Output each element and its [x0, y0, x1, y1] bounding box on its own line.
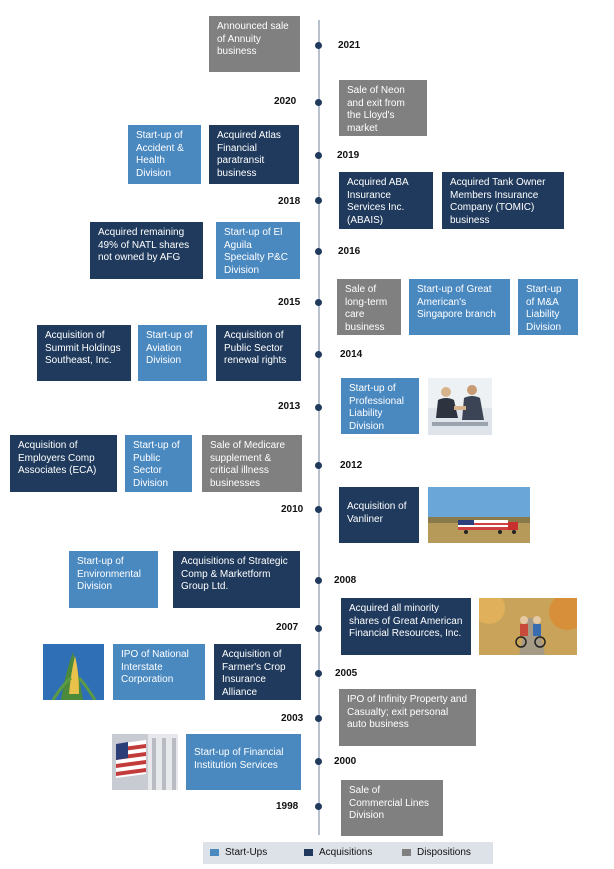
timeline-dot-2010	[315, 506, 322, 513]
timeline-axis	[318, 20, 320, 835]
year-label: 2012	[340, 460, 363, 471]
event-box: Sale of long-term care business	[337, 279, 401, 335]
flag-building-photo	[112, 734, 178, 790]
year-label: 2010	[281, 504, 304, 515]
legend-label: Dispositions	[417, 847, 471, 858]
event-box: Acquired ABA Insurance Services Inc. (AB…	[339, 172, 433, 229]
event-box: Acquired Atlas Financial paratransit bus…	[209, 125, 299, 184]
event-box: Acquisition of Farmer's Crop Insurance A…	[214, 644, 301, 700]
timeline-dot-2008	[315, 577, 322, 584]
year-label: 2000	[334, 756, 357, 767]
legend-label: Acquisitions	[319, 847, 373, 858]
timeline-dot-2005	[315, 670, 322, 677]
legend-swatch-dispositions	[402, 848, 411, 856]
legend-item-start-ups: Start-Ups	[210, 847, 267, 859]
year-label: 2014	[340, 349, 363, 360]
event-box: IPO of National Interstate Corporation	[113, 644, 205, 700]
legend-label: Start-Ups	[225, 847, 268, 858]
year-label: 2008	[334, 575, 357, 586]
legend: Start-Ups Acquisitions Dispositions	[203, 842, 493, 864]
handshake-photo	[428, 378, 492, 435]
event-box: Sale of Neon and exit from the Lloyd's m…	[339, 80, 427, 136]
event-box: Acquired remaining 49% of NATL shares no…	[90, 222, 203, 279]
timeline-dot-2019	[315, 152, 322, 159]
event-box: Start-up of Aviation Division	[138, 325, 207, 381]
year-label: 2005	[335, 668, 358, 679]
event-box: Acquisition of Employers Comp Associates…	[10, 435, 117, 492]
timeline-dot-2003	[315, 715, 322, 722]
year-label: 2019	[337, 150, 360, 161]
event-box: Sale of Commercial Lines Division	[341, 780, 443, 836]
legend-item-acquisitions: Acquisitions	[304, 847, 372, 859]
truck-photo	[428, 487, 530, 543]
timeline-dot-2016	[315, 248, 322, 255]
event-box: Start-up of Public Sector Division	[125, 435, 192, 492]
timeline-dot-2021	[315, 42, 322, 49]
event-box: Start-up of Great American's Singapore b…	[409, 279, 510, 335]
year-label: 2003	[281, 713, 304, 724]
event-box: Acquired all minority shares of Great Am…	[341, 598, 471, 655]
event-box: Announced sale of Annuity business	[209, 16, 300, 72]
event-box: Acquired Tank Owner Members Insurance Co…	[442, 172, 564, 229]
event-box: IPO of Infinity Property and Casualty; e…	[339, 689, 476, 746]
event-box: Acquisition of Vanliner	[339, 487, 419, 543]
year-label: 2020	[274, 96, 297, 107]
event-box: Acquisition of Public Sector renewal rig…	[216, 325, 301, 381]
couple-biking-photo	[479, 598, 577, 655]
event-box: Acquisitions of Strategic Comp & Marketf…	[173, 551, 300, 608]
event-box: Start-up of Accident & Health Division	[128, 125, 201, 184]
timeline-dot-2007	[315, 625, 322, 632]
year-label: 1998	[276, 801, 299, 812]
event-box: Acquisition of Summit Holdings Southeast…	[37, 325, 131, 381]
timeline-dot-1998	[315, 803, 322, 810]
event-box: Sale of Medicare supplement & critical i…	[202, 435, 302, 492]
timeline-dot-2000	[315, 758, 322, 765]
year-label: 2018	[278, 196, 301, 207]
legend-swatch-acquisitions	[304, 848, 313, 856]
legend-swatch-start-ups	[210, 848, 219, 856]
timeline-dot-2018	[315, 197, 322, 204]
timeline-dot-2015	[315, 299, 322, 306]
event-box: Start-up of El Aguila Specialty P&C Divi…	[216, 222, 300, 279]
event-box: Start-up of Environmental Division	[69, 551, 158, 608]
timeline-dot-2013	[315, 404, 322, 411]
event-box: Start-up of M&A Liability Division	[518, 279, 578, 335]
year-label: 2016	[338, 246, 361, 257]
timeline-dot-2014	[315, 351, 322, 358]
event-box: Start-up of Financial Institution Servic…	[186, 734, 301, 790]
timeline-dot-2012	[315, 462, 322, 469]
corn-photo	[43, 644, 104, 700]
year-label: 2007	[276, 622, 299, 633]
event-box: Start-up of Professional Liability Divis…	[341, 378, 419, 434]
timeline-dot-2020	[315, 99, 322, 106]
legend-item-dispositions: Dispositions	[402, 847, 471, 859]
year-label: 2015	[278, 297, 301, 308]
year-label: 2021	[338, 40, 361, 51]
year-label: 2013	[278, 401, 301, 412]
